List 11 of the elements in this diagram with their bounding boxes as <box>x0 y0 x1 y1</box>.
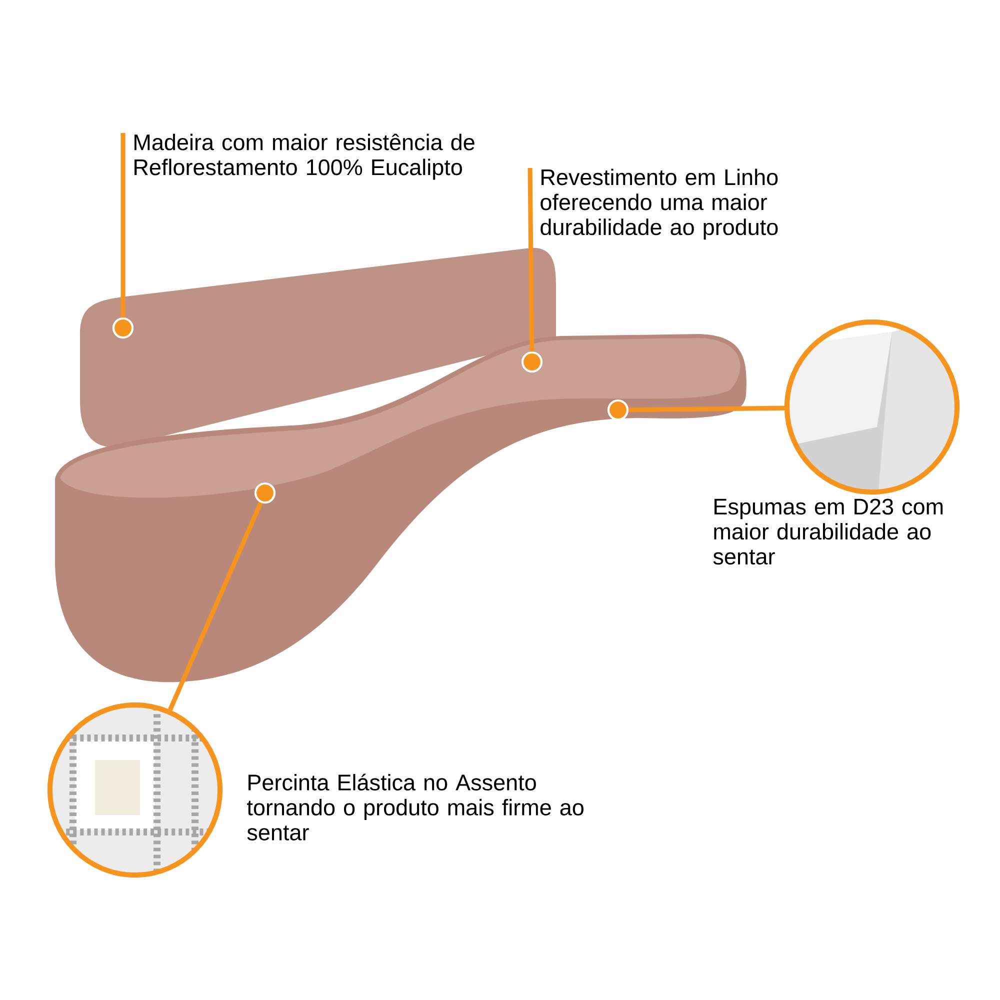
callout-dot <box>607 399 629 421</box>
leader-line <box>528 168 534 352</box>
leader-line <box>628 406 785 412</box>
callout-dot <box>112 317 134 339</box>
callout-dot <box>254 482 276 504</box>
caption-text: Espumas em D23 com maior durabilidade ao sentar <box>713 498 943 565</box>
leader-line <box>168 502 263 711</box>
callout-dot <box>521 351 543 373</box>
callout-text: Madeira com maior resistência de Reflorestamento 100% Eucalipto <box>134 134 474 180</box>
caption-text: Percinta Elástica no Assento tornando o produto mais firme ao sentar <box>247 774 584 840</box>
callout-text: Revestimento em Linho oferecendo uma maior durabilidade ao produto <box>540 168 778 240</box>
